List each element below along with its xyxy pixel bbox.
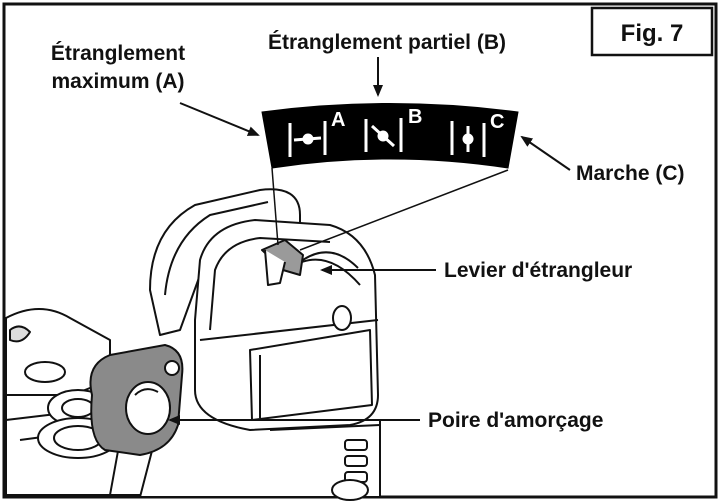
run-icon <box>450 121 486 157</box>
figure-number-box: Fig. 7 <box>590 6 714 57</box>
arrow-full-choke <box>179 102 260 136</box>
primer-bulb <box>125 381 171 435</box>
partial-choke-icon <box>364 118 403 152</box>
label-run: Marche (C) <box>576 162 685 185</box>
decal-leader-right <box>299 169 509 251</box>
decal-label-a: A <box>331 109 345 131</box>
decal-leader-left <box>271 167 279 246</box>
engine-drawing <box>5 188 381 501</box>
arrow-run <box>520 135 571 171</box>
choke-position-decal: A B C <box>261 103 519 169</box>
label-full-choke-line1: Étranglement <box>51 42 185 65</box>
decal-label-b: B <box>408 106 422 128</box>
label-primer-bulb: Poire d'amorçage <box>428 409 603 432</box>
label-partial-choke: Étranglement partiel (B) <box>268 31 506 54</box>
decal-label-c: C <box>490 111 504 133</box>
label-choke-lever: Levier d'étrangleur <box>444 259 632 282</box>
label-full-choke-line2: maximum (A) <box>51 70 184 93</box>
full-choke-icon <box>288 121 327 157</box>
figure-number: Fig. 7 <box>621 20 684 47</box>
